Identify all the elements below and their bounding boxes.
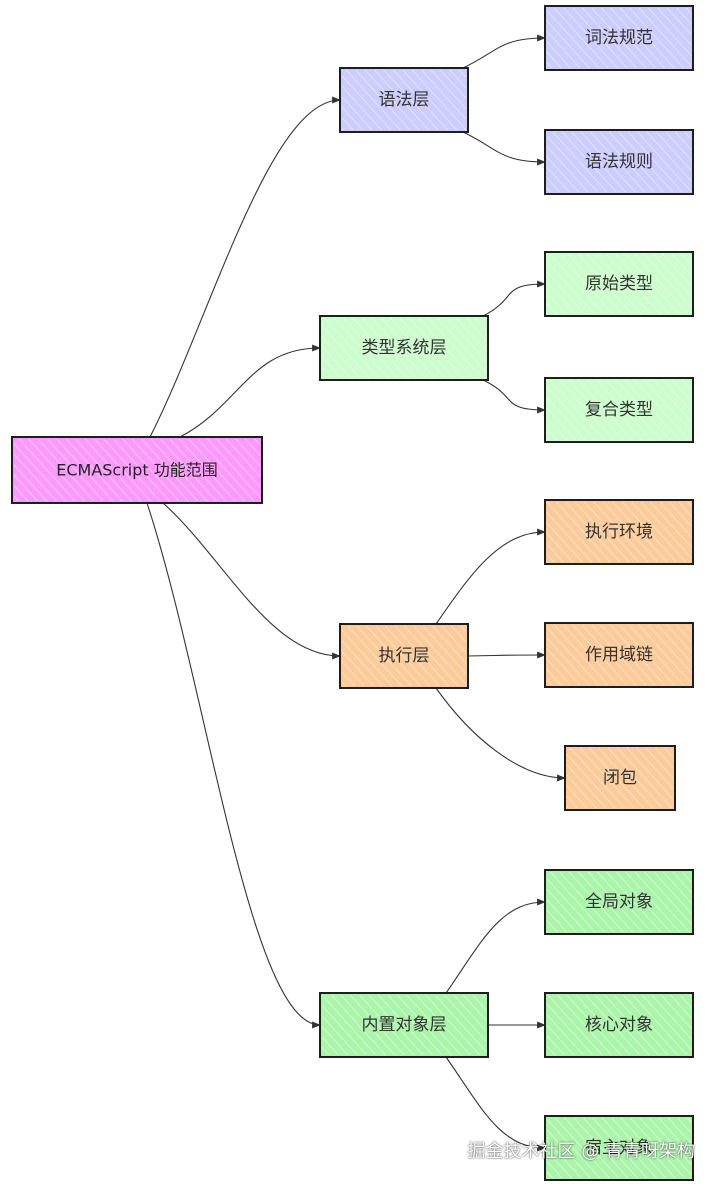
layer-node-syntax-hatch	[342, 70, 466, 130]
child-node-types-0-label: 原始类型	[585, 274, 653, 294]
edge-root-to-types	[179, 344, 321, 438]
child-node-syntax-0[interactable]: 词法规范	[544, 5, 694, 71]
child-node-types-1-label: 复合类型	[585, 400, 653, 420]
edge-syntax-to-child-1	[462, 131, 546, 166]
edge-root-to-syntax	[149, 96, 341, 438]
layer-node-execution-label: 执行层	[379, 646, 430, 666]
child-node-execution-0[interactable]: 执行环境	[544, 499, 694, 565]
child-node-syntax-0-label: 词法规范	[585, 28, 653, 48]
connector-lines	[146, 34, 566, 1152]
child-node-builtins-2-label: 宿主对象	[585, 1138, 653, 1158]
child-node-execution-1[interactable]: 作用域链	[544, 622, 694, 688]
child-node-types-0-hatch	[547, 254, 691, 314]
edge-execution-to-child-1	[467, 651, 546, 659]
child-node-builtins-0-hatch	[547, 872, 691, 932]
layer-node-builtins-label: 内置对象层	[362, 1015, 447, 1035]
layer-node-syntax[interactable]: 语法层	[339, 67, 469, 133]
root-node[interactable]: ECMAScript 功能范围	[11, 436, 263, 504]
layer-node-syntax-label: 语法层	[379, 90, 430, 110]
edge-builtins-to-child-0	[445, 898, 546, 994]
root-node-label: ECMAScript 功能范围	[56, 461, 218, 480]
child-node-execution-1-label: 作用域链	[585, 645, 653, 665]
child-node-types-1-hatch	[547, 380, 691, 440]
edge-syntax-to-child-0	[462, 34, 546, 69]
child-node-syntax-1[interactable]: 语法规则	[544, 129, 694, 195]
child-node-execution-2[interactable]: 闭包	[564, 745, 676, 811]
child-node-syntax-1-hatch	[547, 132, 691, 192]
child-node-execution-0-hatch	[547, 502, 691, 562]
edge-types-to-child-0	[482, 280, 546, 317]
layer-node-types-hatch	[322, 318, 486, 378]
child-node-syntax-1-label: 语法规则	[585, 152, 653, 172]
child-node-builtins-1-hatch	[547, 995, 691, 1055]
layer-node-types[interactable]: 类型系统层	[319, 315, 489, 381]
layer-node-execution[interactable]: 执行层	[339, 623, 469, 689]
layer-node-types-label: 类型系统层	[362, 338, 447, 358]
edge-root-to-execution	[162, 502, 341, 660]
watermark: 掘金技术社区 @ 青青呀架构	[467, 1141, 695, 1162]
edge-execution-to-child-2	[435, 687, 566, 782]
edge-types-to-child-1	[482, 379, 546, 414]
child-node-execution-2-hatch	[567, 748, 673, 808]
child-node-syntax-0-hatch	[547, 8, 691, 68]
layer-node-execution-hatch	[342, 626, 466, 686]
child-node-execution-0-label: 执行环境	[585, 522, 653, 542]
child-node-builtins-1-label: 核心对象	[585, 1015, 653, 1035]
edge-execution-to-child-0	[435, 528, 546, 625]
child-node-types-0[interactable]: 原始类型	[544, 251, 694, 317]
layer-node-builtins-hatch	[322, 995, 486, 1055]
child-node-builtins-0-label: 全局对象	[585, 892, 653, 912]
child-node-builtins-2[interactable]: 宿主对象	[544, 1115, 694, 1181]
edge-builtins-to-child-2	[445, 1056, 546, 1152]
child-node-builtins-2-hatch	[547, 1118, 691, 1178]
root-node-hatch	[14, 439, 260, 501]
child-node-execution-2-label: 闭包	[603, 768, 637, 788]
child-node-builtins-1[interactable]: 核心对象	[544, 992, 694, 1058]
child-node-types-1[interactable]: 复合类型	[544, 377, 694, 443]
child-node-builtins-0[interactable]: 全局对象	[544, 869, 694, 935]
edge-root-to-builtins	[146, 502, 321, 1029]
child-node-execution-1-hatch	[547, 625, 691, 685]
layer-node-builtins[interactable]: 内置对象层	[319, 992, 489, 1058]
